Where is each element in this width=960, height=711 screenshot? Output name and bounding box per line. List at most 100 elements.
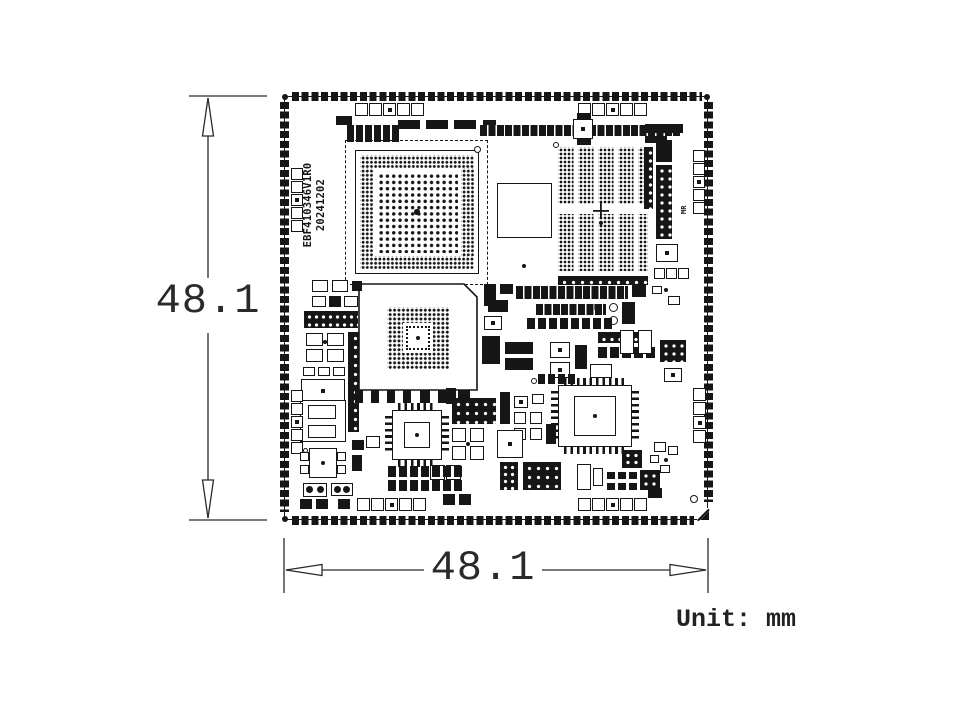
fiducial-group-bottom-left-pad xyxy=(371,498,384,511)
pin1-marker xyxy=(473,145,481,153)
fiducial-group-top-left-pad xyxy=(411,103,424,116)
smd-pad xyxy=(648,488,662,498)
qfp-ethernet-phy-pins xyxy=(564,447,626,454)
bga-balls xyxy=(461,168,474,256)
center-dot xyxy=(558,348,562,352)
cap-dot xyxy=(343,485,351,493)
smd-pad xyxy=(438,390,448,403)
fiducial-group-top-right-pad xyxy=(592,103,605,116)
pad-column-right-bottom-pad xyxy=(693,416,706,429)
castellation-top xyxy=(292,92,702,101)
test-point xyxy=(531,378,537,384)
smd-pad xyxy=(300,452,309,461)
cap-dot xyxy=(306,486,314,493)
smd-pad xyxy=(575,345,587,369)
pad-row xyxy=(516,286,628,299)
resistor-row xyxy=(538,374,575,384)
smd-pad xyxy=(352,281,362,291)
smd-pad xyxy=(337,452,346,461)
smd-pad xyxy=(426,120,448,129)
pad-column-left-bottom-pad xyxy=(291,390,303,402)
resistor-row xyxy=(527,318,612,329)
smd-pad xyxy=(632,284,646,297)
smd-pad xyxy=(645,136,667,143)
smd-pad xyxy=(505,342,533,354)
castellation-left xyxy=(280,102,289,512)
pin1-marker-ddr xyxy=(553,142,559,148)
fiducial-group-top-left-pad xyxy=(397,103,410,116)
capacitor-pair xyxy=(303,483,327,497)
center-dot xyxy=(508,442,512,446)
smd-pad xyxy=(645,124,683,133)
smd-pad xyxy=(668,296,680,305)
center-dot xyxy=(697,180,701,184)
pad-trio-pad xyxy=(678,268,689,279)
smd-pad xyxy=(482,336,500,364)
pad-column-right-bottom xyxy=(693,388,706,444)
fiducial-group-bottom-left-pad xyxy=(385,498,398,511)
qfp-center-dot xyxy=(592,413,598,419)
io-header xyxy=(656,165,672,239)
smd-pad xyxy=(500,284,513,294)
connector xyxy=(664,368,682,382)
center-dot xyxy=(697,420,702,425)
center-mark xyxy=(593,203,609,219)
smd-pad xyxy=(327,349,344,362)
mount-hole xyxy=(690,495,698,503)
fiducial-group-top-left-pad xyxy=(369,103,382,116)
smd-pad xyxy=(312,296,326,307)
smd-pad xyxy=(446,388,456,404)
pad-column-left-top-pad xyxy=(291,168,303,180)
corner-dot-tl xyxy=(282,94,288,100)
fiducial-group-top-left-pad xyxy=(355,103,368,116)
width-dimension-label: 48.1 xyxy=(430,544,536,592)
corner-dot-tr xyxy=(704,94,710,100)
smd-pad xyxy=(577,464,591,490)
via-dot xyxy=(321,461,325,465)
arrow-right xyxy=(669,563,707,577)
cap-dot xyxy=(316,486,324,493)
board-silkscreen-label: EBF410346V1R0 20241202 xyxy=(302,147,330,263)
pad-column-right-top-pad xyxy=(693,176,705,188)
capacitor xyxy=(550,342,570,358)
smd-pad xyxy=(656,140,672,162)
fiducial-group-bottom-left-pad xyxy=(399,498,412,511)
fiducial-group-top-right-pad xyxy=(606,103,619,116)
center-dot xyxy=(671,373,675,377)
smd-pad xyxy=(443,494,455,505)
resistor-row xyxy=(607,472,637,479)
center-dot xyxy=(581,127,585,131)
center-dot xyxy=(295,420,299,424)
qfn-pmic-pins xyxy=(398,460,436,467)
smd-pad xyxy=(344,296,358,307)
pad-column-left-top-pad xyxy=(291,181,303,193)
via-dot xyxy=(323,340,327,344)
chamfer-pad xyxy=(700,511,709,520)
fiducial-group-top-right xyxy=(578,103,648,116)
bga-center-dot xyxy=(414,209,420,215)
center-dot xyxy=(665,251,669,255)
smd-pad xyxy=(327,333,344,346)
smd-pad xyxy=(638,330,652,354)
fiducial-group-bottom-right-pad xyxy=(620,498,633,511)
pad-trio-pad xyxy=(654,268,665,279)
smd-pad xyxy=(316,499,328,509)
pad-column-right-bottom-pad xyxy=(693,402,706,415)
fiducial-group-bottom-right-pad xyxy=(634,498,647,511)
smd-pad xyxy=(329,296,341,307)
smd-pad xyxy=(470,446,484,460)
soc-epad-ring xyxy=(406,326,430,350)
smd-pad xyxy=(366,436,380,448)
center-dot xyxy=(519,400,523,404)
pad-row-ddr xyxy=(558,276,648,285)
smd-pad xyxy=(514,412,526,424)
qfn-center-dot xyxy=(415,433,419,437)
smd-pad xyxy=(352,440,364,450)
center-dot xyxy=(321,389,325,393)
connector xyxy=(484,316,502,330)
resistor-row xyxy=(607,483,637,490)
smd-pad xyxy=(312,280,328,292)
fiducial-group-bottom-right-pad xyxy=(606,498,619,511)
soc-center-dot xyxy=(415,335,421,341)
